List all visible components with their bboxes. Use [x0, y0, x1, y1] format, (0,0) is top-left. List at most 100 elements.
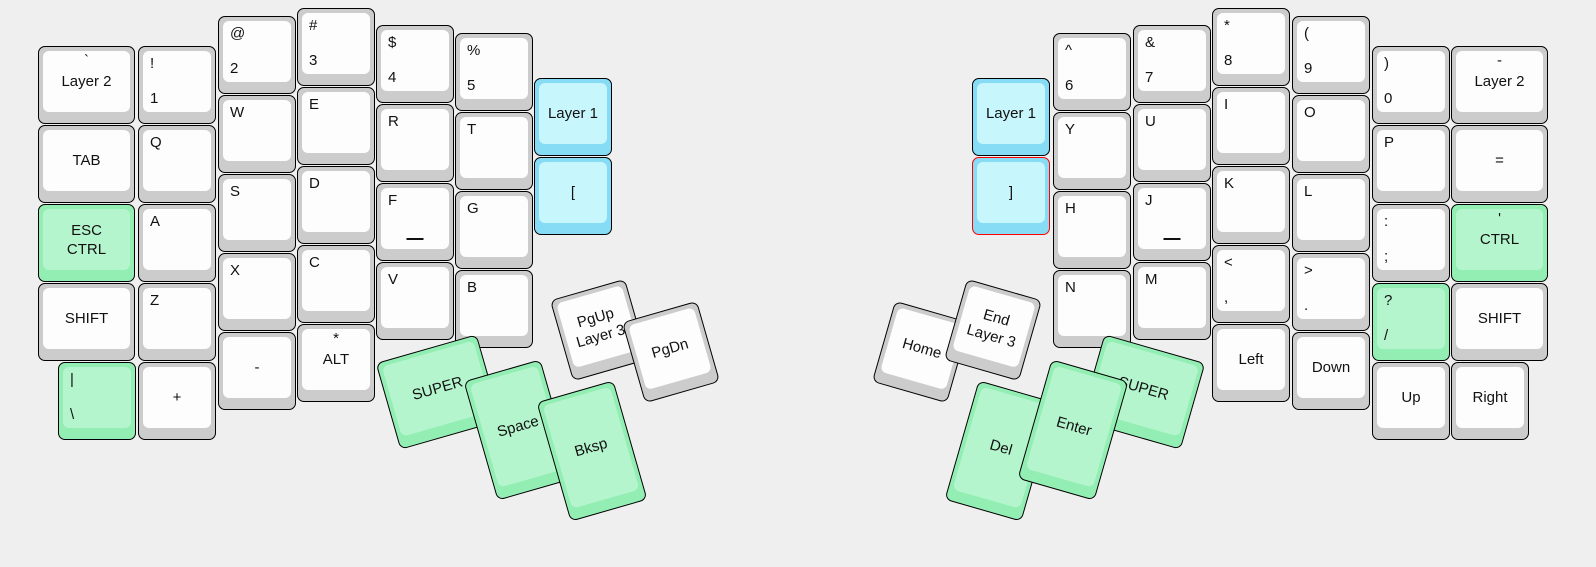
key-r-r1-c2[interactable]: U — [1133, 104, 1211, 182]
keycap: M — [1138, 267, 1206, 328]
key-r-r1-c3[interactable]: I — [1212, 87, 1290, 165]
key-l-r3-c6[interactable]: B — [455, 270, 533, 348]
key-r-th-enter[interactable]: Enter — [1017, 359, 1129, 501]
keycap: U — [1138, 109, 1206, 170]
key-r-r2-c1[interactable]: H — [1053, 191, 1131, 269]
key-r-r1-c5[interactable]: P — [1372, 125, 1450, 203]
key-l-r4-c2[interactable]: + — [138, 362, 216, 440]
key-r-r4-c5[interactable]: Up — [1372, 362, 1450, 440]
key-r-r0-c0[interactable]: Layer 1 — [972, 78, 1050, 156]
key-l-r0-c6[interactable]: %5 — [455, 33, 533, 111]
key-legend-primary: 7 — [1145, 69, 1154, 86]
keycap: F — [381, 188, 449, 249]
keycap: N — [1058, 275, 1126, 336]
key-legend-primary: L — [1304, 183, 1313, 200]
key-r-r3-c2[interactable]: M — [1133, 262, 1211, 340]
key-l-r1-c3[interactable]: W — [218, 95, 296, 173]
key-r-r1-c0[interactable]: ] — [972, 157, 1050, 235]
key-r-r0-c1[interactable]: ^6 — [1053, 33, 1131, 111]
key-r-r0-c2[interactable]: &7 — [1133, 25, 1211, 103]
key-l-r1-c7[interactable]: [ — [534, 157, 612, 235]
key-legend-primary: TAB — [72, 152, 101, 169]
key-l-r1-c5[interactable]: R — [376, 104, 454, 182]
key-r-r2-c3[interactable]: K — [1212, 166, 1290, 244]
key-r-r4-c4[interactable]: Down — [1292, 332, 1370, 410]
keycap: ] — [977, 162, 1045, 223]
keycap: Enter — [1025, 365, 1123, 488]
key-l-r1-c6[interactable]: T — [455, 112, 533, 190]
key-l-r0-c1[interactable]: `Layer 2 — [38, 46, 135, 124]
key-r-r3-c3[interactable]: <, — [1212, 245, 1290, 323]
key-l-r1-c2[interactable]: Q — [138, 125, 216, 203]
key-legend-primary: ] — [1008, 184, 1014, 201]
key-legend-shifted: ) — [1384, 55, 1389, 72]
key-r-r4-c3[interactable]: Left — [1212, 324, 1290, 402]
key-l-th-pgdn[interactable]: PgDn — [621, 300, 721, 404]
key-l-r3-c1[interactable]: SHIFT — [38, 283, 135, 361]
key-legend-primary: SHIFT — [1477, 310, 1522, 327]
key-l-r2-c5[interactable]: F — [376, 183, 454, 261]
key-l-r3-c2[interactable]: Z — [138, 283, 216, 361]
key-r-r3-c5[interactable]: ?/ — [1372, 283, 1450, 361]
key-legend-primary: SHIFT — [64, 310, 109, 327]
key-r-r0-c3[interactable]: *8 — [1212, 8, 1290, 86]
key-r-r2-c4[interactable]: L — [1292, 174, 1370, 252]
key-l-r1-c1[interactable]: TAB — [38, 125, 135, 203]
key-l-r1-c4[interactable]: E — [297, 87, 375, 165]
key-r-r3-c1[interactable]: N — [1053, 270, 1131, 348]
key-legend-primary: J — [1145, 192, 1153, 209]
key-r-r2-c2[interactable]: J — [1133, 183, 1211, 261]
key-legend-primary: 9 — [1304, 60, 1313, 77]
key-l-r3-c4[interactable]: C — [297, 245, 375, 323]
keycap: Q — [143, 130, 211, 191]
key-r-r4-c6[interactable]: Right — [1451, 362, 1529, 440]
key-l-r4-c3[interactable]: - — [218, 332, 296, 410]
key-legend-primary: M — [1145, 271, 1158, 288]
key-legend-primary: 2 — [230, 60, 239, 77]
key-r-r2-c5[interactable]: :; — [1372, 204, 1450, 282]
key-l-r0-c7[interactable]: Layer 1 — [534, 78, 612, 156]
key-r-r0-c6[interactable]: -Layer 2 — [1451, 46, 1548, 124]
key-r-r1-c4[interactable]: O — [1292, 95, 1370, 173]
key-r-th-end[interactable]: End Layer 3 — [943, 278, 1043, 382]
key-r-r1-c6[interactable]: = — [1451, 125, 1548, 203]
key-legend-shifted: ' — [1498, 210, 1501, 227]
keycap: <, — [1217, 250, 1285, 311]
key-l-th-bksp[interactable]: Bksp — [536, 380, 648, 522]
key-l-r0-c3[interactable]: @2 — [218, 16, 296, 94]
key-legend-primary: CTRL — [1479, 231, 1520, 248]
key-legend-primary: Right — [1472, 389, 1508, 406]
keycap: T — [460, 117, 528, 178]
key-legend-shifted: # — [309, 17, 318, 34]
key-legend-primary: E — [309, 96, 320, 113]
key-l-r4-c4[interactable]: *ALT — [297, 324, 375, 402]
key-l-r3-c5[interactable]: V — [376, 262, 454, 340]
key-l-r0-c2[interactable]: !1 — [138, 46, 216, 124]
key-r-r3-c6[interactable]: SHIFT — [1451, 283, 1548, 361]
key-legend-primary: 1 — [150, 90, 159, 107]
keycap: -Layer 2 — [1456, 51, 1543, 112]
key-legend-primary: O — [1304, 104, 1316, 121]
key-r-r1-c1[interactable]: Y — [1053, 112, 1131, 190]
key-r-r0-c4[interactable]: (9 — [1292, 16, 1370, 94]
key-l-r2-c2[interactable]: A — [138, 204, 216, 282]
keycap: %5 — [460, 38, 528, 99]
key-r-r3-c4[interactable]: >. — [1292, 253, 1370, 331]
key-legend-primary: 6 — [1065, 77, 1074, 94]
key-l-r0-c5[interactable]: $4 — [376, 25, 454, 103]
key-legend-shifted: > — [1304, 262, 1313, 279]
key-legend-primary: C — [309, 254, 320, 271]
key-l-r0-c4[interactable]: #3 — [297, 8, 375, 86]
key-r-r2-c6[interactable]: ' CTRL — [1451, 204, 1548, 282]
keycap: I — [1217, 92, 1285, 153]
key-r-r0-c5[interactable]: )0 — [1372, 46, 1450, 124]
key-legend-shifted: < — [1224, 254, 1233, 271]
key-l-r4-c1[interactable]: |\ — [58, 362, 136, 440]
key-l-r2-c3[interactable]: S — [218, 174, 296, 252]
keycap: Y — [1058, 117, 1126, 178]
keycap: R — [381, 109, 449, 170]
key-l-r3-c3[interactable]: X — [218, 253, 296, 331]
key-l-r2-c6[interactable]: G — [455, 191, 533, 269]
key-l-r2-c4[interactable]: D — [297, 166, 375, 244]
